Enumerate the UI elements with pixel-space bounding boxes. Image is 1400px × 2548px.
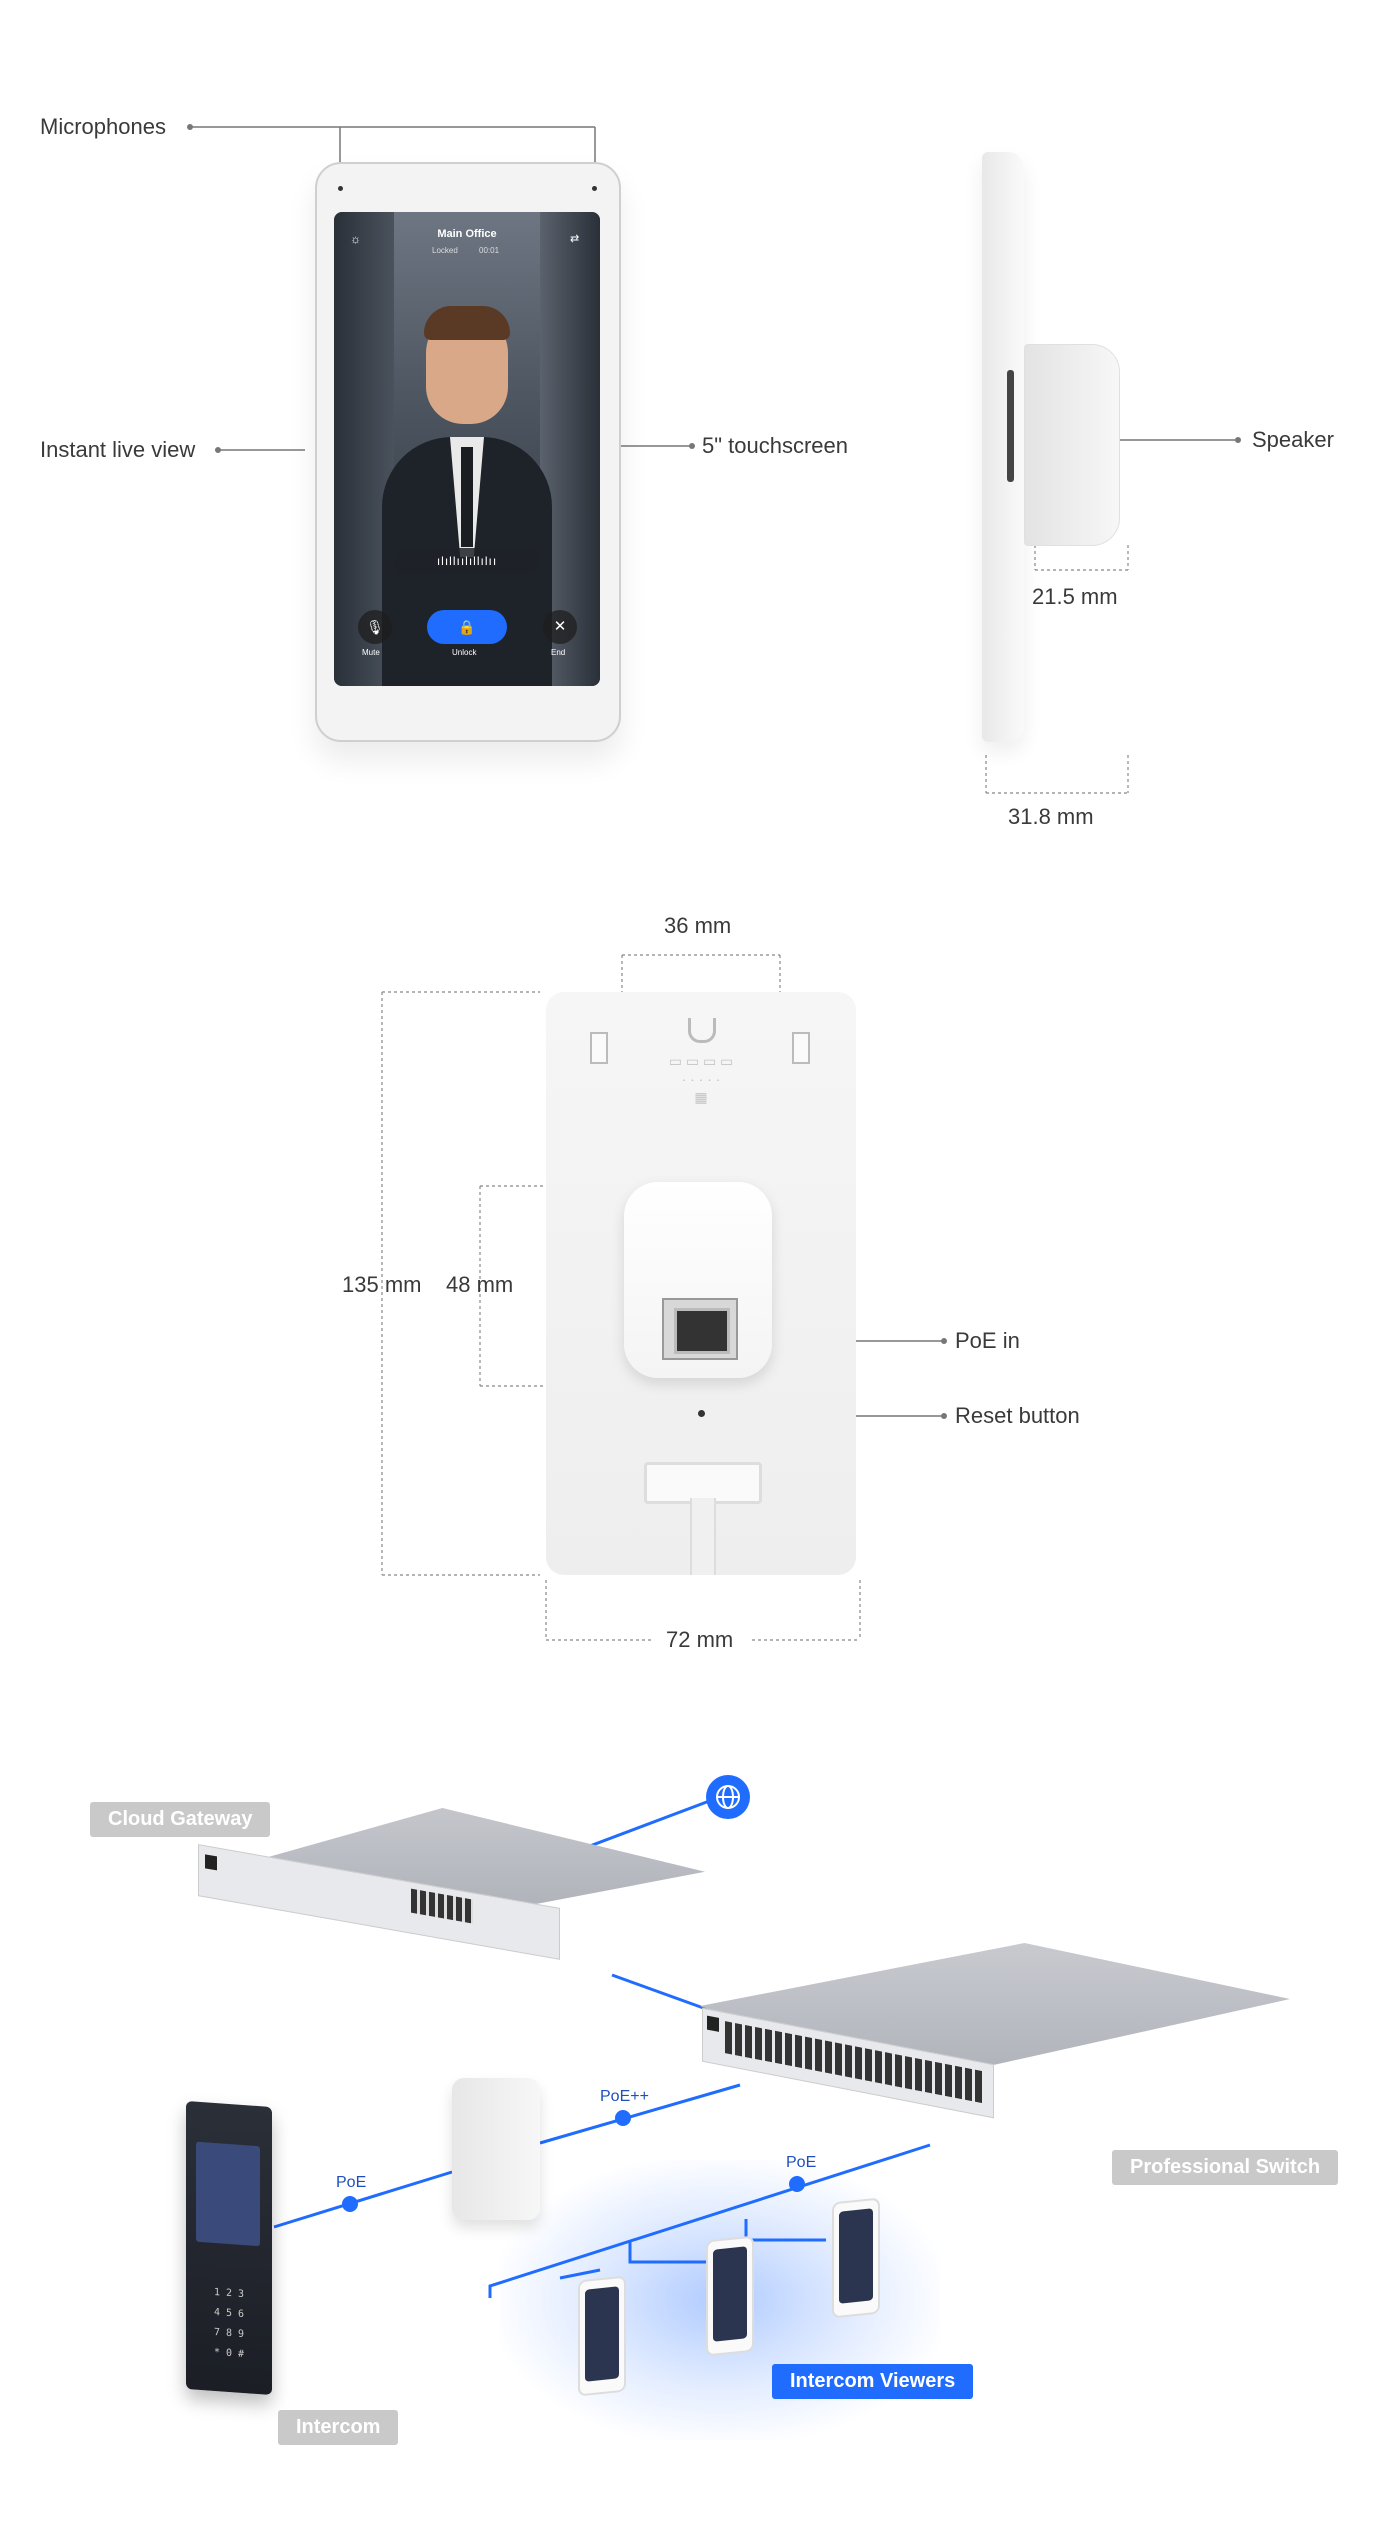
depth-total-dimension: 31.8 mm — [1008, 804, 1094, 829]
touchscreen-label: 5" touchscreen — [702, 433, 849, 458]
screen-timer: 00:01 — [479, 246, 500, 255]
camera-switch-icon[interactable]: ⇄ — [570, 233, 580, 245]
screen-status: Locked — [432, 246, 458, 255]
depth-speaker-dimension: 21.5 mm — [1032, 584, 1118, 609]
mount-module-side — [1024, 344, 1120, 546]
end-call-button[interactable]: ✕ — [543, 610, 577, 644]
touchscreen[interactable]: Main Office Locked 00:01 ☼ ⇄ ılıllıılıll… — [334, 212, 600, 686]
poe-port[interactable] — [662, 1298, 738, 1360]
mount-module-back — [624, 1182, 772, 1378]
screen-title: Main Office — [437, 228, 497, 240]
intercom-viewer-3 — [832, 2197, 880, 2319]
mount-slot-right — [792, 1032, 810, 1064]
intercom-tag: Intercom — [278, 2410, 399, 2445]
viewer-side-device — [982, 152, 1024, 742]
poe-plus-plus-link-label: PoE++ — [600, 2088, 649, 2105]
mount-slot-left — [590, 1032, 608, 1064]
microphone-right — [592, 186, 597, 191]
instant-live-view-label: Instant live view — [40, 437, 196, 462]
unlock-button[interactable]: 🔒 — [427, 610, 507, 644]
viewer-front-device: Main Office Locked 00:01 ☼ ⇄ ılıllıılıll… — [315, 162, 621, 742]
poe-link-label: PoE — [336, 2174, 367, 2191]
intercom-viewer-1 — [578, 2275, 626, 2397]
top-width-dimension: 36 mm — [664, 913, 732, 938]
microphones-label: Microphones — [40, 114, 166, 139]
poe-adapter-device — [452, 2078, 540, 2220]
mute-label: Mute — [362, 648, 380, 657]
reset-button[interactable] — [698, 1410, 705, 1417]
width-dimension: 72 mm — [666, 1627, 734, 1652]
professional-switch-tag: Professional Switch — [1112, 2150, 1339, 2185]
intercom-viewer-2 — [706, 2235, 754, 2357]
mute-button[interactable]: 🎙 — [358, 610, 392, 644]
brightness-icon[interactable]: ☼ — [350, 232, 361, 246]
poe-viewers-link-label: PoE — [786, 2154, 817, 2171]
cloud-gateway-tag: Cloud Gateway — [90, 1802, 271, 1837]
end-label: End — [551, 648, 566, 657]
microphone-left — [338, 186, 343, 191]
intercom-viewers-tag: Intercom Viewers — [772, 2364, 974, 2399]
speaker-label: Speaker — [1252, 427, 1334, 452]
viewer-back-plate: ▭ ▭ ▭ ▭· · · · ·▦ — [546, 992, 856, 1575]
speaker-grille — [1007, 370, 1014, 482]
reset-button-label: Reset button — [955, 1403, 1080, 1428]
regulatory-marks: ▭ ▭ ▭ ▭· · · · ·▦ — [668, 1053, 734, 1105]
audio-waveform: ılıllıılıllılıı — [394, 548, 540, 574]
poe-in-label: PoE in — [955, 1328, 1020, 1353]
unlock-label: Unlock — [452, 648, 477, 657]
cable — [690, 1498, 716, 1575]
height-dimension: 135 mm — [342, 1272, 422, 1297]
module-height-dimension: 48 mm — [446, 1272, 514, 1297]
brand-logo-icon — [688, 1018, 716, 1043]
